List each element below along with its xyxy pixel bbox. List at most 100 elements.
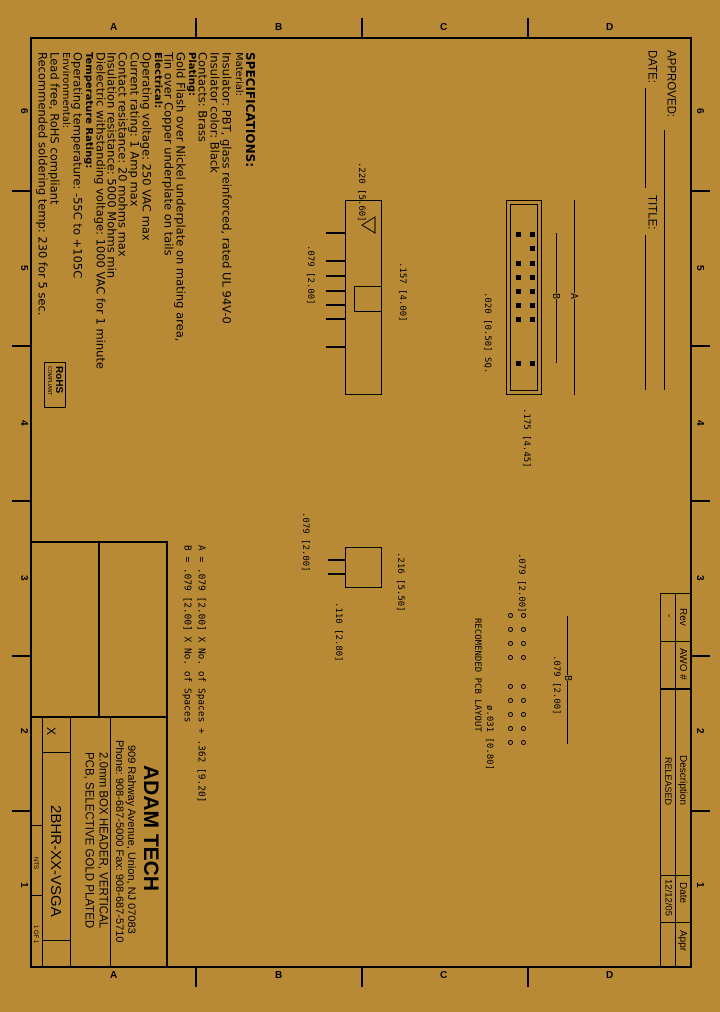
rohs-badge: RoHS COMPLIANT bbox=[44, 362, 66, 408]
spec-line: Contact resistance: 20 mohms max bbox=[115, 52, 130, 257]
dim-b-label: B bbox=[550, 293, 561, 300]
spec-line: Tin over Copper underplate on tails bbox=[161, 52, 176, 256]
dim-pcb-pitch-row: .079 [2.00] bbox=[551, 655, 561, 715]
zone-label-top-d: D bbox=[606, 22, 614, 33]
end-view-body bbox=[345, 547, 382, 588]
zone-label-bottom-a: A bbox=[110, 970, 118, 981]
zone-row-right-6: 6 bbox=[694, 108, 705, 114]
zone-tick bbox=[12, 345, 30, 347]
pin bbox=[328, 573, 345, 575]
spec-line: Insulator color: Black bbox=[207, 52, 222, 173]
title-block-divider bbox=[70, 716, 71, 968]
front-view-shroud bbox=[506, 200, 542, 395]
zone-row-left-5: 5 bbox=[18, 265, 29, 271]
spec-line: Insulation resistance: 5000 Mohms min bbox=[104, 52, 119, 279]
dim-front-bottom: .175 [4.45] bbox=[521, 408, 531, 468]
pin bbox=[326, 260, 345, 262]
spec-line: Recommended soldering temp: 230 for 5 se… bbox=[35, 52, 50, 316]
drawing-border bbox=[30, 37, 692, 968]
revision-table-frame bbox=[660, 593, 692, 968]
pin bbox=[326, 232, 345, 234]
zone-tick bbox=[12, 500, 30, 502]
pin bbox=[326, 275, 345, 277]
spec-line: Operating temperature: -55C to +105C bbox=[70, 52, 85, 279]
revision-header-description: Description bbox=[677, 755, 688, 806]
revision-divider bbox=[660, 922, 692, 923]
title-block-divider bbox=[110, 716, 111, 968]
pin bbox=[326, 318, 345, 320]
dim-side-pitch: .079 [2.00] bbox=[305, 245, 315, 305]
dim-side-post: .157 [4.00] bbox=[397, 262, 407, 322]
revision-value-rev: - bbox=[663, 614, 674, 618]
revision-divider bbox=[660, 875, 692, 876]
zone-row-right-3: 3 bbox=[694, 575, 705, 581]
title-block-divider bbox=[42, 940, 70, 941]
spec-line: Environmental: bbox=[60, 52, 71, 129]
spec-line: Temperature Rating: bbox=[83, 52, 94, 169]
revision-header-appr: Appr bbox=[677, 930, 688, 952]
side-view-post bbox=[354, 286, 382, 312]
spec-line: Gold Flash over Nickel underplate on mat… bbox=[173, 52, 188, 342]
title-block-divider bbox=[30, 825, 42, 826]
dim-a-label: A bbox=[568, 293, 579, 300]
zone-row-left-6: 6 bbox=[18, 108, 29, 114]
zone-tick bbox=[195, 18, 197, 37]
pin bbox=[328, 559, 345, 561]
zone-tick bbox=[195, 968, 197, 987]
spec-line: Material: bbox=[233, 52, 244, 96]
dim-pcb-pitch-top: .079 [2.00] bbox=[516, 553, 526, 613]
dim-end-pitch: .079 [2.00] bbox=[300, 512, 310, 572]
part-description-1: 2.0mm BOX HEADER, VERTICAL bbox=[96, 752, 109, 929]
revision-value-date: 12/12/05 bbox=[662, 879, 674, 916]
zone-tick bbox=[361, 968, 363, 987]
zone-tick bbox=[692, 345, 710, 347]
revision-divider bbox=[675, 593, 676, 968]
zone-row-right-4: 4 bbox=[694, 420, 705, 426]
date-line bbox=[645, 88, 646, 188]
spec-line: Contacts: Brass bbox=[195, 52, 210, 142]
pin bbox=[326, 304, 345, 306]
drawing-scale: NTS bbox=[32, 857, 38, 869]
spec-line: Insulator: PBT, glass reinforced, rated … bbox=[219, 52, 234, 324]
zone-tick bbox=[692, 500, 710, 502]
zone-tick bbox=[12, 655, 30, 657]
zone-label-bottom-d: D bbox=[606, 970, 614, 981]
rohs-subtitle: COMPLIANT bbox=[46, 366, 52, 396]
revision-header-date: Date bbox=[677, 882, 688, 904]
date-label: DATE: bbox=[645, 50, 658, 84]
zone-row-right-5: 5 bbox=[694, 265, 705, 271]
spec-line: Plating: bbox=[186, 52, 197, 96]
revision-divider bbox=[660, 641, 692, 642]
pin bbox=[326, 290, 345, 292]
formula-b: B = .079 [2.00] X No. of Spaces bbox=[181, 545, 193, 723]
zone-tick bbox=[12, 810, 30, 812]
zone-label-top-c: C bbox=[440, 22, 448, 33]
specifications-heading: SPECIFICATIONS: bbox=[243, 52, 257, 168]
title-block-divider bbox=[30, 716, 168, 718]
zone-label-bottom-b: B bbox=[275, 970, 283, 981]
spec-line: Dielectric withstanding voltage: 1000 VA… bbox=[93, 52, 108, 370]
spec-line: Lead free, RoHS compliant bbox=[47, 52, 62, 205]
front-view-inner bbox=[510, 204, 538, 391]
sheet-number: 1 OF 1 bbox=[32, 925, 38, 944]
zone-tick bbox=[692, 810, 710, 812]
part-number: 2BHR-XX-VSGA bbox=[47, 805, 64, 917]
zone-row-left-4: 4 bbox=[18, 420, 29, 426]
dim-end-tail: .110 [2.80] bbox=[333, 602, 343, 662]
zone-tick bbox=[361, 18, 363, 37]
title-block-divider bbox=[30, 895, 42, 896]
zone-row-left-1: 1 bbox=[18, 882, 29, 888]
company-phone: Phone: 908-687-5000 Fax: 908-687-5710 bbox=[113, 740, 125, 943]
zone-label-top-b: B bbox=[275, 22, 283, 33]
approved-label: APPROVED: bbox=[664, 50, 677, 118]
approved-signature-line bbox=[664, 130, 665, 390]
revision-header-rev: Rev bbox=[677, 608, 688, 626]
dim-pcb-hole: ø.031 [0.80] bbox=[484, 705, 494, 771]
revision-header-awo: AWO # bbox=[677, 648, 688, 680]
zone-tick bbox=[692, 655, 710, 657]
part-description-2: PCB, SELECTIVE GOLD PLATED bbox=[82, 752, 95, 929]
zone-tick bbox=[527, 968, 529, 987]
zone-row-right-2: 2 bbox=[694, 728, 705, 734]
polarity-triangle-icon bbox=[361, 216, 376, 234]
zone-tick bbox=[12, 190, 30, 192]
